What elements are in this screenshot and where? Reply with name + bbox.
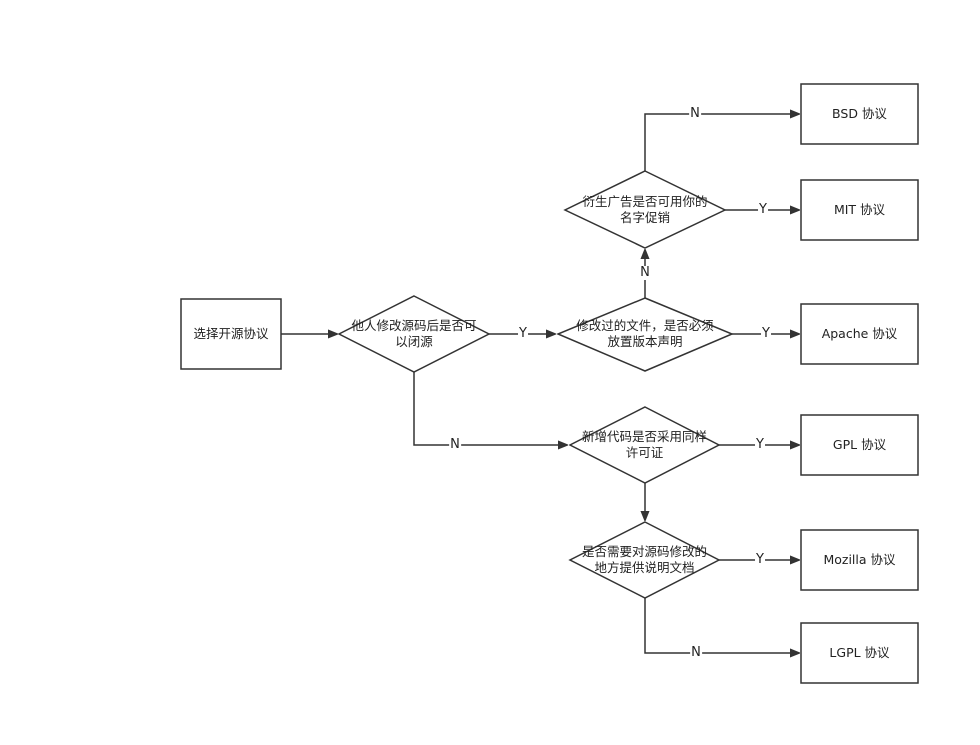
- start-box: [180, 298, 282, 370]
- decision-doc-changes: [568, 521, 721, 599]
- edge-label-notice-yes: Y: [761, 326, 771, 341]
- edge-label-name-no: N: [689, 106, 701, 121]
- edge-label-doc-no: N: [690, 645, 702, 660]
- apache-box: [800, 303, 919, 365]
- edge-label-notice-no: N: [639, 265, 651, 280]
- bsd-box: [800, 83, 919, 145]
- decision-use-name: [563, 170, 727, 249]
- gpl-box: [800, 414, 919, 476]
- lgpl-box: [800, 622, 919, 684]
- mozilla-box: [800, 529, 919, 591]
- edge-doc-no: [644, 598, 799, 653]
- edge-label-doc-yes: Y: [755, 552, 765, 567]
- decision-closed-source: [337, 295, 491, 373]
- edge-label-closed-yes: Y: [518, 326, 528, 341]
- decision-version-notice: [556, 297, 734, 372]
- edge-closed-no: [413, 372, 567, 445]
- mit-box: [800, 179, 919, 241]
- edge-label-name-yes: Y: [758, 202, 768, 217]
- edge-label-closed-no: N: [449, 437, 461, 452]
- decision-same-license: [568, 406, 721, 484]
- edge-name-no: [644, 114, 799, 171]
- edge-label-same-yes: Y: [755, 437, 765, 452]
